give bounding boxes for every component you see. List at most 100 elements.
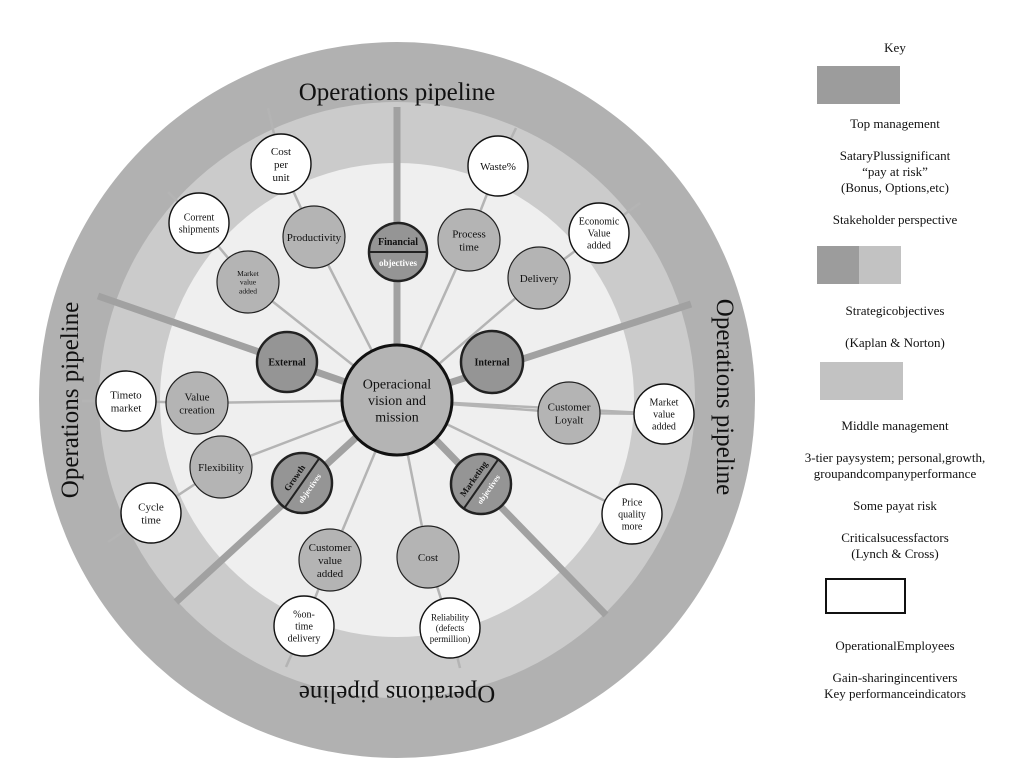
top-management-label: Top management <box>850 116 940 131</box>
top-management-desc-3: (Bonus, Options,etc) <box>841 180 949 195</box>
node-circle-customer-value-added <box>298 528 362 592</box>
node-circle-price-quality-more <box>601 483 663 545</box>
node-circle-waste <box>467 135 529 197</box>
node-circle-market-value-added-outer <box>633 383 695 445</box>
middle-management-label: Middle management <box>841 418 949 433</box>
operational-employees-label: OperationalEmployees <box>835 638 955 653</box>
node-waste: Waste% <box>467 135 529 197</box>
top-management-desc-2: “pay at risk” <box>862 164 928 179</box>
hub-circle-external <box>255 330 319 394</box>
top-management-swatch <box>817 66 900 104</box>
ring-title-right: Operations pipeline <box>711 299 738 495</box>
ring-title-top: Operations pipeline <box>299 79 495 106</box>
hub-divider-marketing <box>462 458 500 510</box>
node-delivery: Delivery <box>507 246 571 310</box>
node-circle-customer-loyalt <box>537 381 601 445</box>
middle-management-desc-2: groupandcompanyperformance <box>813 466 977 481</box>
node-circle-reliability <box>419 597 481 659</box>
strategic-objectives-source: (Kaplan & Norton) <box>845 335 945 350</box>
node-circle-delivery <box>507 246 571 310</box>
ring-title-left: Operations pipeline <box>57 302 84 498</box>
operations-pipeline-diagram: Operations pipeline Operations pipeline … <box>39 42 755 758</box>
node-circle-corrent-shipments <box>168 192 230 254</box>
ring-title-bottom: Operations pipeline <box>299 680 495 707</box>
node-cost: Cost <box>396 525 460 589</box>
node-circle-cost <box>396 525 460 589</box>
top-management-desc-1: SataryPlussignificant <box>839 148 951 163</box>
hub-label-financial-2: objectives <box>379 258 417 268</box>
node-circle-productivity <box>282 205 346 269</box>
hub-external: External <box>255 330 319 394</box>
center-circle <box>340 343 454 457</box>
node-label-waste: Waste% <box>480 161 516 173</box>
critical-success-factors-label: Criticalsucessfactors <box>841 530 949 545</box>
hub-label-external: External <box>268 358 305 369</box>
node-circle-on-time-delivery <box>273 595 335 657</box>
hub-label-financial-1: Financial <box>378 237 418 248</box>
hub-label-internal: Internal <box>475 358 510 369</box>
node-productivity: Productivity <box>282 205 346 269</box>
strategic-objectives-label: Strategicobjectives <box>845 303 945 318</box>
node-circle-cost-per-unit <box>250 133 312 195</box>
hub-financial: Financial objectives <box>367 221 429 283</box>
node-label-productivity: Productivity <box>287 232 342 244</box>
critical-success-factors-source: (Lynch & Cross) <box>851 546 939 561</box>
node-circle-cycle-time <box>120 482 182 544</box>
hub-internal: Internal <box>459 329 525 395</box>
middle-management-swatch <box>820 362 903 400</box>
node-circle-value-creation <box>165 371 229 435</box>
legend-title: Key <box>884 40 906 55</box>
node-label-flexibility: Flexibility <box>198 462 244 474</box>
node-label-cost: Cost <box>418 552 438 564</box>
node-circle-economic-value-added <box>568 202 630 264</box>
stakeholder-swatch-light <box>859 246 901 284</box>
operational-employees-desc-1: Gain-sharingincentivers <box>832 670 958 685</box>
operational-employees-swatch <box>825 578 906 614</box>
node-label-delivery: Delivery <box>520 273 559 285</box>
node-circle-market-value-added-inner <box>216 250 280 314</box>
node-flexibility: Flexibility <box>189 435 253 499</box>
node-circle-time-to-market <box>95 370 157 432</box>
hub-divider-growth <box>283 457 321 509</box>
node-circle-process-time <box>437 208 501 272</box>
operational-employees-desc-2: Key performanceindicators <box>824 686 966 701</box>
hub-circle-internal <box>459 329 525 395</box>
node-circle-flexibility <box>189 435 253 499</box>
stakeholder-perspective-label: Stakeholder perspective <box>832 212 958 227</box>
middle-management-desc-3: Some payat risk <box>853 498 937 513</box>
middle-management-desc-1: 3-tier paysystem; personal,growth, <box>804 450 986 465</box>
